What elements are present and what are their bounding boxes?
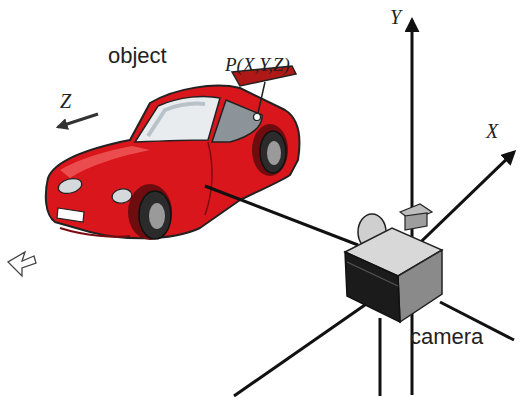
axis-extension — [234, 300, 372, 396]
axis-label: X — [486, 120, 498, 142]
point-marker — [254, 114, 261, 121]
camera — [345, 204, 442, 322]
axis-label: Z — [60, 90, 71, 112]
object-label: object — [108, 44, 167, 68]
motion-arrow — [8, 252, 36, 276]
leader-line — [258, 82, 265, 113]
camera-label: camera — [410, 325, 483, 349]
z-axis — [205, 186, 358, 245]
z-direction-arrow — [58, 114, 98, 127]
axis-label: Y — [390, 6, 401, 28]
point-label: P(X,Y,Z) — [225, 55, 290, 76]
axis-extension — [379, 318, 382, 396]
car — [46, 66, 300, 240]
